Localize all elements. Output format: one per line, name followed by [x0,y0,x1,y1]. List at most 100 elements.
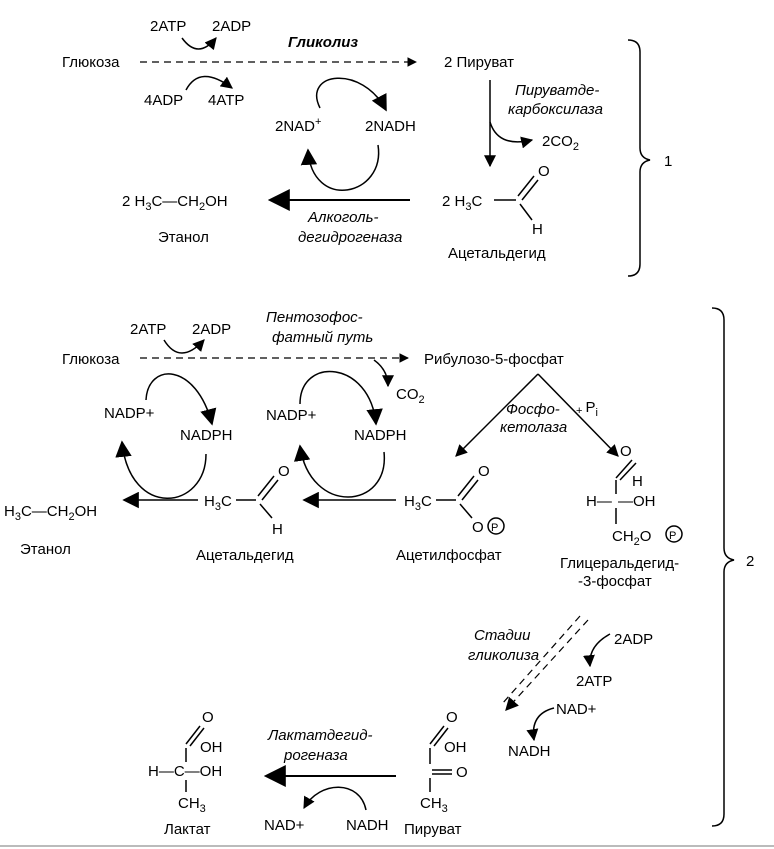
nad-label: 2NAD+ [275,116,321,135]
nadph-left-label: NADPH [180,427,233,444]
adh-enzyme-line2: дегидрогеназа [298,229,402,246]
adp-to-atp-arrow [185,75,233,91]
acetaldehyde-formula: 2 H3C [442,193,482,213]
adp-input-label-3: 2ADP [614,631,653,648]
acetaldehyde2-bond3 [261,479,279,501]
brace-1 [627,39,651,277]
acetylphosphate-o: O [478,463,490,480]
atp-to-adp-arrow [181,37,217,51]
adp-input-label: 4ADP [144,92,183,109]
glucose-label-2: Глюкоза [62,351,120,368]
acetaldehyde2-h3c: H3C [204,493,232,513]
brace-2 [711,307,735,827]
nadp-mid-label: NADP+ [266,407,317,424]
nadh-to-nad-arrow-bottom [303,786,367,811]
adp-output-label: 2ADP [212,18,251,35]
nadph-to-nadp-left [115,440,207,499]
acetaldehyde-bond4 [519,203,533,221]
ldh-enzyme-line1: Лактатдегид- [267,727,373,744]
phosphoketolase-left-arrow [455,373,539,457]
g3p-mid: H— [586,493,612,510]
pyruvate-ch3: CH3 [420,795,448,815]
phosphate-p-g3p: P [669,530,676,542]
acetaldehyde-name: Ацетальдегид [448,245,546,262]
lactate-o1: O [202,709,214,726]
g3p-bond2 [619,462,637,481]
nad-to-nadh-arrow [316,77,387,112]
nadh-label-2: NADH [508,743,551,760]
pdc-enzyme-line1: Пируватде- [515,82,599,99]
brace-1-label: 1 [664,153,672,170]
atp-output-label: 4ATP [208,92,244,109]
acetaldehyde2-h: H [272,521,283,538]
lactate-oh1: OH [200,739,223,756]
lactate-bond1 [185,725,201,745]
nadh-to-nad-arrow [300,144,380,191]
nad-to-nadh-arrow-2 [526,707,555,742]
pyruvate-label: 2 Пируват [444,54,514,71]
ethanol-name: Этанол [158,229,209,246]
pyruvate-oh: OH [444,739,467,756]
pi-label: + Pi [576,399,598,419]
lactate-mid: H—C—OH [148,763,222,780]
brace-2-label: 2 [746,553,754,570]
nadh-bottom: NADH [346,817,389,834]
acetylphosphate-bond2 [457,475,475,497]
glycolysis-stages-arrow-2 [501,615,581,705]
co2-release-arrow [489,121,534,149]
phosphate-circle-g3p [665,525,683,543]
pyruvate-bond1 [429,725,445,745]
panel-heterolactic-fermentation: 2ATP 2ADP Пентозофос- фатный путь Глюкоз… [4,307,754,838]
nadp-to-nadph-left [145,373,217,426]
g3p-bond1 [615,459,633,479]
ppp-line2: фатный путь [272,329,373,346]
glycolysis-stages-arrow [505,619,589,711]
acetylphosphate-bond4 [459,503,473,519]
nadh-label: 2NADH [365,118,416,135]
adp-output-label-2: 2ADP [192,321,231,338]
pk-enzyme-line1: Фосфо- [506,401,560,418]
pdc-enzyme-line2: карбоксилаза [508,101,603,118]
glycolysis-title: Гликолиз [288,34,358,51]
acetaldehyde2-bond2 [257,475,275,497]
lactate-ch3: CH3 [178,795,206,815]
ribulose-label: Рибулозо-5-фосфат [424,351,564,368]
lactate-name: Лактат [164,821,211,838]
atp-input-label: 2ATP [150,18,186,35]
g3p-ch2o: CH2O [612,528,651,548]
pyruvate-o2: O [456,764,468,781]
adh-enzyme-line1: Алкоголь- [307,209,378,226]
acetaldehyde-o: O [538,163,550,180]
acetaldehyde-bond2 [517,175,535,197]
acetaldehyde-name-2: Ацетальдегид [196,547,294,564]
g3p-oh: —OH [618,493,656,510]
phosphate-p-acetyl: P [491,522,498,534]
atp-input-label-2: 2ATP [130,321,166,338]
pk-enzyme-line2: кетолаза [500,419,567,436]
acetaldehyde-bond3 [521,179,539,201]
glucose-label: Глюкоза [62,54,120,71]
co2-label: 2CO2 [542,133,579,153]
acetaldehyde2-o: O [278,463,290,480]
pyruvate-o1: O [446,709,458,726]
g3p-h: H [632,473,643,490]
co2-label-2: CO2 [396,386,425,406]
g3p-name-line2: -3-фосфат [578,573,652,590]
co2-release-arrow-2 [373,359,394,388]
stages-line2: гликолиза [468,647,539,664]
nadph-to-nadp-mid [293,444,385,498]
phosphoketolase-right-arrow [537,373,619,457]
pyruvate-bond2 [433,727,449,747]
nadph-mid-label: NADPH [354,427,407,444]
adp-to-atp-arrow-3 [582,633,611,668]
ethanol-formula: 2 H3C—CH2OH [122,193,228,213]
acetaldehyde2-bond4 [259,503,273,519]
stages-line1: Стадии [474,627,531,644]
acetylphosphate-bond3 [461,479,479,501]
ldh-enzyme-line2: рогеназа [283,747,348,764]
ethanol-formula-2: H3C—CH2OH [4,503,97,523]
acetaldehyde-h: H [532,221,543,238]
ethanol-name-2: Этанол [20,541,71,558]
acetylphosphate-o2: O [472,519,484,536]
